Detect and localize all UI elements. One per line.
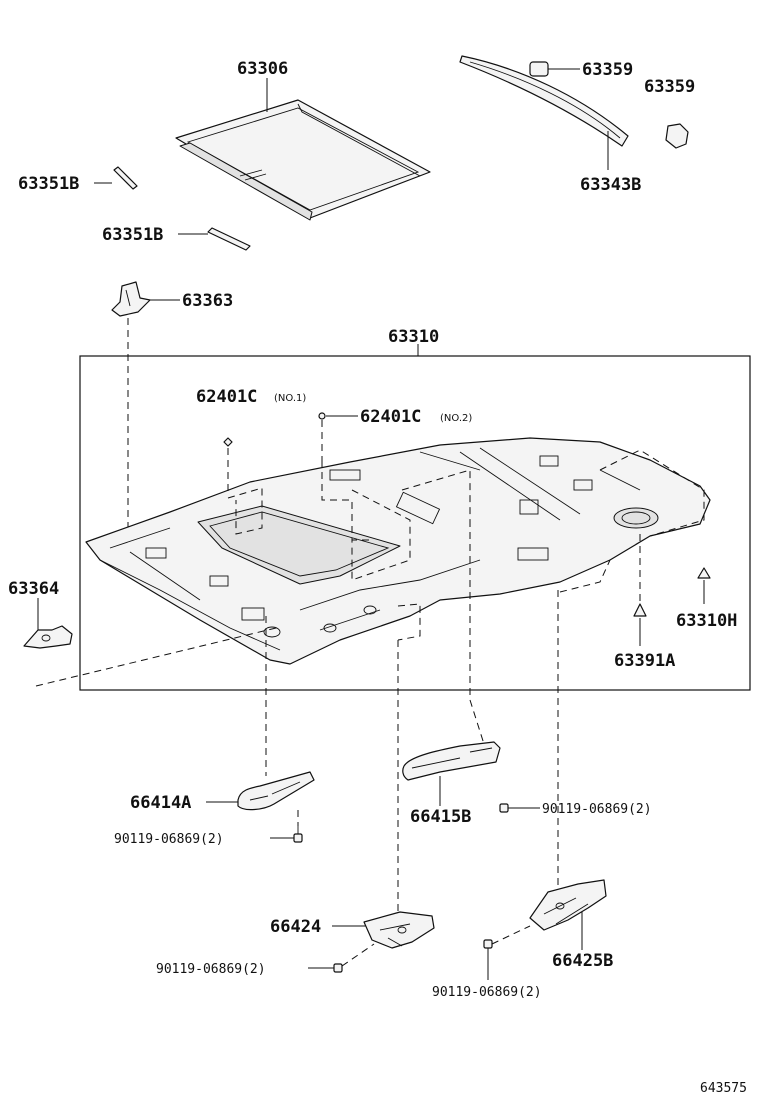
note-62401c-no1: (NO.1) bbox=[274, 393, 306, 404]
dash-box-5 bbox=[397, 603, 421, 641]
label-63364: 63364 bbox=[8, 579, 59, 599]
label-62401c-no2: 62401C bbox=[360, 407, 421, 427]
grip-66415b[interactable] bbox=[402, 741, 501, 781]
label-63351b-1: 63351B bbox=[18, 174, 79, 194]
trim-63343b[interactable] bbox=[459, 55, 629, 147]
label-63306: 63306 bbox=[237, 59, 288, 79]
dash-box-2 bbox=[321, 460, 370, 541]
label-62401c-no1: 62401C bbox=[196, 387, 257, 407]
screw-1[interactable] bbox=[293, 826, 303, 843]
bracket-63363[interactable] bbox=[111, 281, 151, 317]
rod-63351b-2[interactable] bbox=[207, 227, 251, 251]
label-screw-3: 90119-06869(2) bbox=[156, 962, 266, 977]
trim-66424[interactable] bbox=[363, 911, 435, 949]
clip-63359-a[interactable] bbox=[529, 61, 549, 77]
sunshade-63306[interactable] bbox=[175, 99, 431, 221]
label-63343b: 63343B bbox=[580, 175, 641, 195]
label-63351b-2: 63351B bbox=[102, 225, 163, 245]
label-63359-a: 63359 bbox=[582, 60, 633, 80]
note-62401c-no2: (NO.2) bbox=[440, 413, 472, 424]
dash-box-7 bbox=[599, 449, 705, 537]
label-screw-1: 90119-06869(2) bbox=[114, 832, 224, 847]
label-66425b: 66425B bbox=[552, 951, 613, 971]
dash-screw-4 bbox=[491, 925, 531, 945]
label-63363: 63363 bbox=[182, 291, 233, 311]
dash-box-6 bbox=[559, 559, 611, 593]
bracket-63364[interactable] bbox=[23, 625, 73, 649]
clip-62401c-no1[interactable] bbox=[223, 437, 233, 447]
diagram-reference-number: 643575 bbox=[700, 1081, 747, 1096]
dash-63364 bbox=[35, 627, 277, 687]
label-66424: 66424 bbox=[270, 917, 321, 937]
grip-66414a[interactable] bbox=[237, 771, 315, 811]
rod-63351b-1[interactable] bbox=[113, 166, 138, 190]
label-63310h: 63310H bbox=[676, 611, 737, 631]
label-66414a: 66414A bbox=[130, 793, 191, 813]
label-63391a: 63391A bbox=[614, 651, 675, 671]
label-screw-4: 90119-06869(2) bbox=[432, 985, 542, 1000]
dash-screw-3 bbox=[341, 943, 375, 967]
clip-63310h[interactable] bbox=[697, 567, 711, 579]
clip-63359-b[interactable] bbox=[665, 123, 689, 149]
screw-4[interactable] bbox=[483, 939, 493, 949]
label-66415b: 66415B bbox=[410, 807, 471, 827]
screw-2[interactable] bbox=[499, 803, 509, 813]
clip-62401c-no2[interactable] bbox=[318, 412, 326, 420]
dash-66415b bbox=[469, 520, 485, 745]
headliner-63310[interactable] bbox=[85, 437, 711, 665]
label-63359-b: 63359 bbox=[644, 77, 695, 97]
label-63310: 63310 bbox=[388, 327, 439, 347]
label-screw-2: 90119-06869(2) bbox=[542, 802, 652, 817]
trim-66425b[interactable] bbox=[529, 879, 607, 931]
dash-box-1 bbox=[227, 487, 263, 535]
screw-3[interactable] bbox=[333, 963, 343, 973]
clip-63391a[interactable] bbox=[633, 603, 647, 617]
headliner-assembly-frame bbox=[79, 355, 751, 691]
